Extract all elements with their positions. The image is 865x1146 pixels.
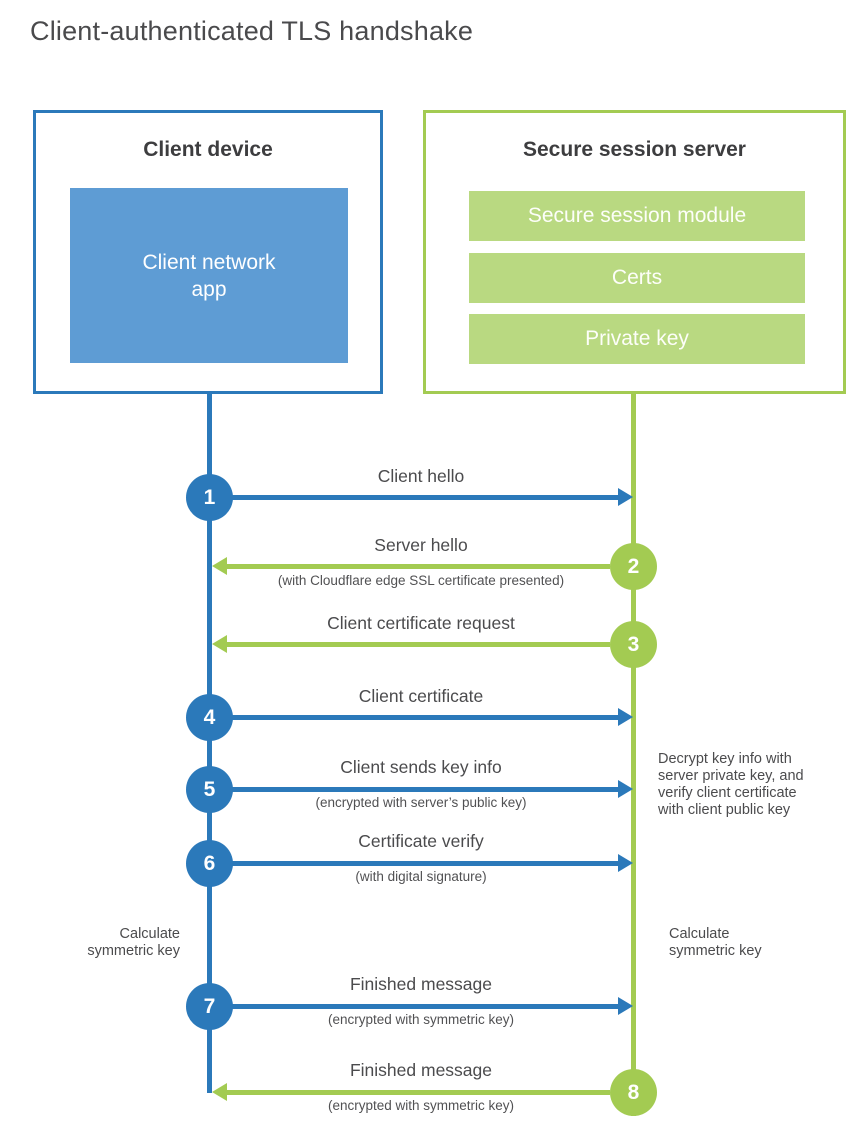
step-2-arrow-left-icon: [226, 564, 610, 569]
step-6-label: Certificate verify: [358, 831, 484, 851]
step-7-label: Finished message: [349, 974, 493, 994]
client-lifeline: [207, 392, 212, 1093]
step-8-arrow-left-icon: [226, 1090, 610, 1095]
secure-session-server-title: Secure session server: [523, 138, 746, 161]
private-key-bar: Private key: [469, 314, 805, 364]
step-4-arrow-right-icon: [232, 715, 619, 720]
step-8-subtext: (encrypted with symmetric key): [327, 1098, 515, 1113]
step-5-arrow-right-icon: [232, 787, 619, 792]
page-title: Client-authenticated TLS handshake: [30, 16, 474, 46]
certs-label: Certs: [611, 266, 663, 289]
step-4-circle: 4: [186, 694, 233, 741]
step-2-circle: 2: [610, 543, 657, 590]
step-2-label: Server hello: [374, 535, 468, 555]
step-4-label: Client certificate: [358, 686, 484, 706]
step-1-circle: 1: [186, 474, 233, 521]
step-2-subtext: (with Cloudflare edge SSL certificate pr…: [277, 573, 565, 588]
step-6-arrow-right-icon: [232, 861, 619, 866]
step-7-circle: 7: [186, 983, 233, 1030]
step-3-label: Client certificate request: [327, 613, 515, 633]
secure-session-module-label: Secure session module: [527, 204, 747, 227]
step-7-subtext: (encrypted with symmetric key): [327, 1012, 515, 1027]
step-5-subtext: (encrypted with server’s public key): [315, 795, 527, 810]
client-device-title: Client device: [143, 138, 273, 161]
step-1-arrow-right-icon: [232, 495, 619, 500]
secure-session-server-box: Secure session server Secure session mod…: [423, 110, 846, 394]
private-key-label: Private key: [585, 327, 689, 350]
calculate-symmetric-key-note-client: Calculate symmetric key: [87, 926, 180, 959]
step-6-circle: 6: [186, 840, 233, 887]
client-network-app-box: Client network app: [70, 188, 348, 363]
client-network-app-label: Client network app: [142, 250, 276, 301]
step-8-circle: 8: [610, 1069, 657, 1116]
calculate-symmetric-key-note-server: Calculate symmetric key: [669, 926, 762, 959]
step-1-label: Client hello: [377, 466, 465, 486]
server-lifeline: [631, 392, 636, 1116]
secure-session-module-bar: Secure session module: [469, 191, 805, 241]
certs-bar: Certs: [469, 253, 805, 303]
step-7-arrow-right-icon: [232, 1004, 619, 1009]
decrypt-key-info-note: Decrypt key info with server private key…: [658, 751, 804, 818]
step-8-label: Finished message: [349, 1060, 493, 1080]
step-6-subtext: (with digital signature): [355, 869, 487, 884]
step-3-circle: 3: [610, 621, 657, 668]
step-5-label: Client sends key info: [340, 757, 502, 777]
step-3-arrow-left-icon: [226, 642, 610, 647]
step-5-circle: 5: [186, 766, 233, 813]
